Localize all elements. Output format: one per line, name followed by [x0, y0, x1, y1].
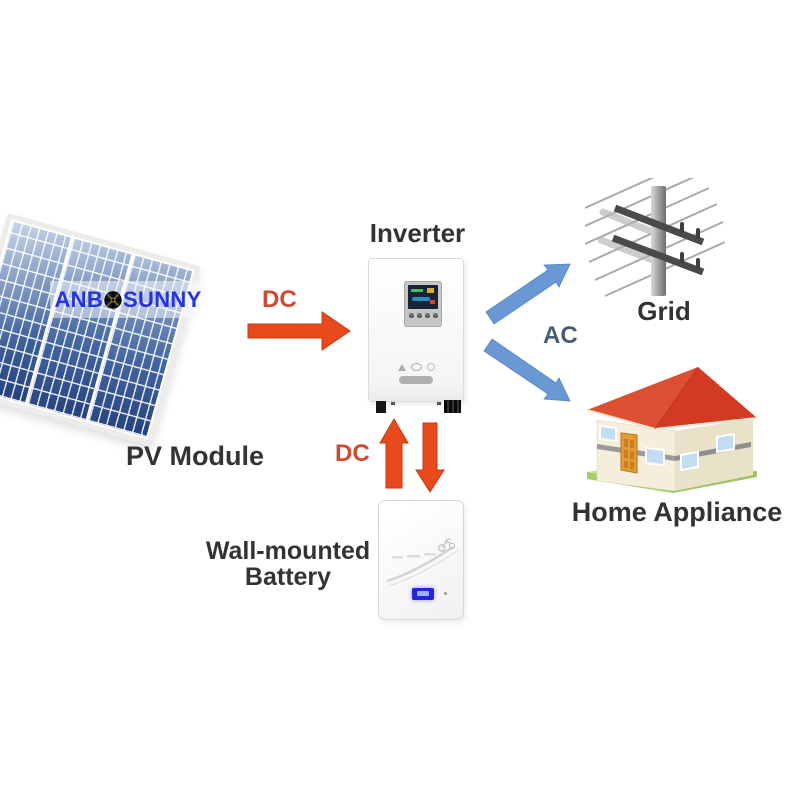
- grid-label: Grid: [637, 296, 691, 326]
- home-appliance-icon: [586, 366, 758, 493]
- dc-label-pv-inverter: DC: [262, 286, 297, 313]
- inverter-caution-icons: [369, 363, 463, 371]
- battery-fine-print: [392, 553, 436, 559]
- sun-logo-icon: [104, 290, 122, 309]
- inverter-model-plate: [399, 376, 433, 384]
- house-door: [620, 432, 638, 474]
- ac-label-inverter-outputs: AC: [543, 322, 578, 349]
- round-badge-icon: [426, 363, 435, 371]
- grid-utility-pole-icon: [585, 178, 725, 297]
- house-roof: [586, 366, 758, 431]
- pv-module-image: ANB SUNNY: [0, 200, 270, 446]
- brand-text-part2: SUNNY: [123, 286, 202, 312]
- dc-arrow-pv-to-inverter: [247, 311, 351, 351]
- inverter-lcd-screen: [408, 285, 438, 309]
- dc-arrow-battery-to-inverter: [379, 418, 409, 489]
- pole: [651, 186, 666, 296]
- battery-graphic: [386, 538, 458, 587]
- dc-label-inverter-battery: DC: [335, 440, 370, 467]
- crossarms: [611, 204, 705, 276]
- inverter-screw: [391, 402, 395, 405]
- ac-arrow-inverter-to-grid: [485, 263, 571, 325]
- brand-text-part1: ANB: [54, 286, 104, 312]
- inverter-display-panel: [404, 281, 442, 327]
- inverter-left-connector: [376, 401, 386, 413]
- home-appliance-label: Home Appliance: [571, 497, 783, 527]
- brand-watermark: ANB SUNNY: [50, 281, 206, 318]
- pv-module-label: PV Module: [125, 441, 264, 471]
- inverter-label: Inverter: [369, 218, 466, 248]
- house-windows: [599, 425, 735, 471]
- battery-display: [412, 588, 434, 600]
- warning-triangle-icon: [397, 363, 406, 371]
- inverter-image: [368, 258, 464, 402]
- battery-label: Wall-mounted Battery: [193, 538, 383, 590]
- dc-arrow-inverter-to-battery: [415, 422, 445, 493]
- battery-label-line2: Battery: [244, 563, 332, 591]
- battery-label-line1: Wall-mounted: [205, 537, 371, 565]
- ac-arrow-inverter-to-home: [483, 338, 571, 402]
- inverter-screw: [437, 402, 441, 405]
- inverter-right-connector: [444, 400, 461, 413]
- battery-indicator-dot: [444, 592, 447, 595]
- insulator-pegs: [680, 222, 700, 269]
- battery-logo-doodle: [438, 538, 456, 552]
- oval-badge-icon: [410, 363, 422, 371]
- inverter-buttons: [405, 313, 441, 318]
- battery-image: [378, 500, 464, 620]
